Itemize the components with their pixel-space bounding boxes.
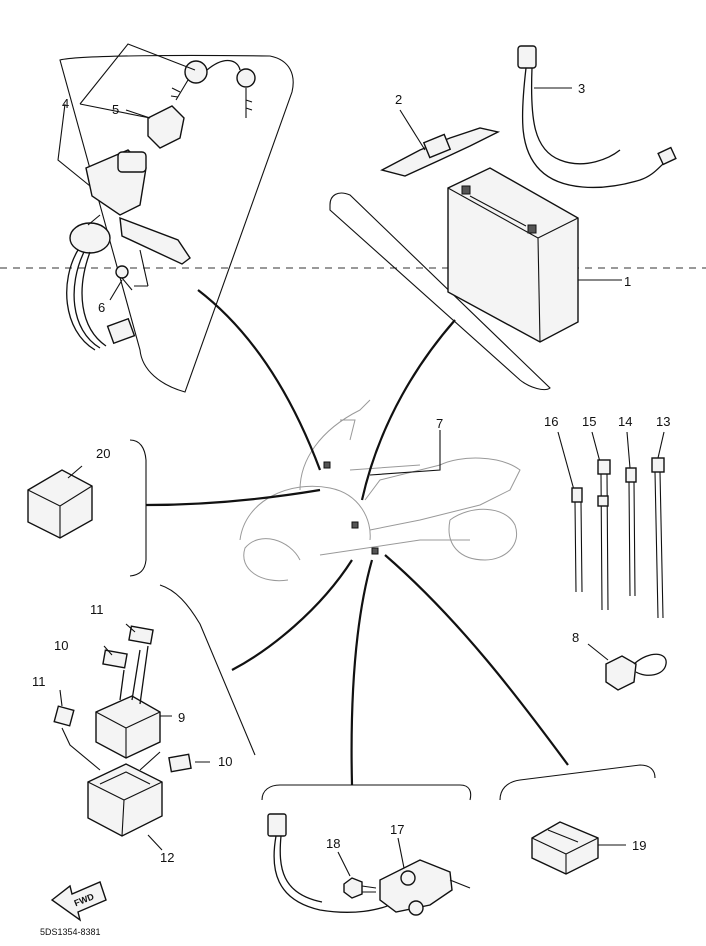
relay-unit-panel	[499, 764, 656, 875]
switch-connector-2	[267, 813, 287, 837]
callout-11-top: 11	[90, 602, 104, 617]
relay-unit	[531, 821, 599, 875]
callout-5: 5	[112, 102, 119, 117]
callout-17: 17	[390, 822, 404, 837]
callout-15: 15	[582, 414, 596, 429]
callout-10-bottom: 10	[218, 754, 232, 769]
callout-4: 4	[62, 96, 69, 111]
drawing-code: 5DS1354-8381	[40, 927, 101, 937]
cable-tie-13	[651, 431, 665, 619]
callout-11-left: 11	[32, 674, 46, 689]
callout-6: 6	[98, 300, 105, 315]
callout-19: 19	[632, 838, 646, 853]
cap-part	[147, 105, 185, 149]
cable-tie-15	[591, 431, 611, 611]
flasher-relay-panel	[27, 439, 147, 577]
callout-20: 20	[96, 446, 110, 461]
callout-10-top: 10	[54, 638, 68, 653]
callout-1: 1	[624, 274, 631, 289]
starter-relay-panel	[53, 584, 256, 851]
fwd-arrow: FWD	[50, 881, 107, 922]
cable-tie-14	[625, 431, 637, 597]
callout-14: 14	[618, 414, 632, 429]
main-switch-body	[69, 149, 191, 265]
callout-7: 7	[436, 416, 443, 431]
stop-switch-panel	[261, 784, 472, 916]
callout-12: 12	[160, 850, 174, 865]
callout-18: 18	[326, 836, 340, 851]
switch-connector	[106, 317, 136, 345]
cable-tie-16	[557, 431, 583, 593]
battery-part	[447, 167, 579, 343]
battery-panel	[329, 45, 677, 391]
callout-13: 13	[656, 414, 670, 429]
clamp-part	[587, 643, 667, 691]
callout-16: 16	[544, 414, 558, 429]
bolt-part	[115, 249, 149, 291]
scooter-silhouette	[239, 399, 521, 582]
flasher-relay	[27, 469, 93, 539]
callout-2: 2	[395, 92, 402, 107]
callout-3: 3	[578, 81, 585, 96]
fuse-part	[128, 625, 154, 645]
key-part	[170, 59, 256, 118]
bolt-part-2	[343, 877, 377, 899]
main-switch-panel	[57, 43, 294, 393]
connector-arcs	[145, 289, 569, 786]
callout-9: 9	[178, 710, 185, 725]
stop-switch	[379, 859, 471, 916]
battery-lead	[517, 45, 677, 188]
callout-8: 8	[572, 630, 579, 645]
cable-ties-group	[557, 431, 667, 691]
